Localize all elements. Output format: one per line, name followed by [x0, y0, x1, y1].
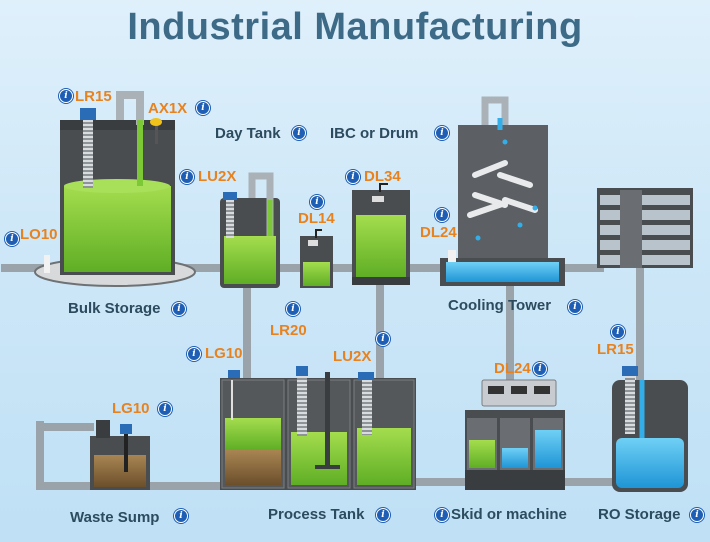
info-icon[interactable]: i — [292, 126, 306, 140]
info-icon[interactable]: i — [196, 101, 210, 115]
label-ibc-drum: IBC or Drum — [330, 125, 419, 142]
dl14-tank — [300, 229, 333, 288]
info-icon[interactable]: i — [435, 508, 449, 522]
info-icon[interactable]: i — [568, 300, 582, 314]
label-cooling-tower: Cooling Tower — [448, 297, 552, 314]
info-icon[interactable]: i — [376, 332, 390, 346]
info-icon[interactable]: i — [690, 508, 704, 522]
label-lo10: LO10 — [20, 226, 58, 243]
info-icon[interactable]: i — [187, 347, 201, 361]
skid-machine — [465, 379, 565, 490]
lr15-sensor-head — [80, 108, 96, 120]
page-title: Industrial Manufacturing — [127, 6, 583, 48]
info-icon[interactable]: i — [158, 402, 172, 416]
label-lr20: LR20 — [270, 322, 307, 339]
info-icon[interactable]: i — [376, 508, 390, 522]
lo10-sensor — [44, 255, 50, 273]
label-bulk-storage: Bulk Storage — [68, 300, 161, 317]
cooling-tower — [440, 96, 565, 286]
lr15-sensor-body — [83, 118, 93, 188]
label-process-tank: Process Tank — [268, 506, 365, 523]
label-lu2x-day: LU2X — [198, 168, 237, 185]
ro-filter-rack — [597, 188, 693, 268]
info-icon[interactable]: i — [5, 232, 19, 246]
process-tanks — [220, 366, 416, 490]
day-tank — [220, 172, 280, 288]
label-dl14: DL14 — [298, 210, 335, 227]
label-waste-sump: Waste Sump — [70, 509, 160, 526]
ax1x-sensor — [150, 118, 162, 126]
info-icon[interactable]: i — [435, 208, 449, 222]
label-lg10-waste: LG10 — [112, 400, 150, 417]
info-icon[interactable]: i — [310, 195, 324, 209]
label-day-tank: Day Tank — [215, 125, 281, 142]
info-icon[interactable]: i — [180, 170, 194, 184]
info-icon[interactable]: i — [611, 325, 625, 339]
label-dl24-cooling: DL24 — [420, 224, 457, 241]
ro-storage-tank — [612, 366, 688, 492]
label-skid-machine: Skid or machine — [451, 506, 567, 523]
label-lg10-process: LG10 — [205, 345, 243, 362]
label-ax1x: AX1X — [148, 100, 188, 117]
info-icon[interactable]: i — [174, 509, 188, 523]
info-icon[interactable]: i — [59, 89, 73, 103]
label-ro-storage: RO Storage — [598, 506, 681, 523]
label-lu2x-process: LU2X — [333, 348, 372, 365]
info-icon[interactable]: i — [435, 126, 449, 140]
label-lr15-ro: LR15 — [597, 341, 634, 358]
info-icon[interactable]: i — [172, 302, 186, 316]
label-dl34: DL34 — [364, 168, 401, 185]
label-lr15-bulk: LR15 — [75, 88, 112, 105]
bulk-storage-tank — [34, 91, 196, 287]
info-icon[interactable]: i — [533, 362, 547, 376]
info-icon[interactable]: i — [286, 302, 300, 316]
info-icon[interactable]: i — [346, 170, 360, 184]
pipework — [1, 264, 644, 490]
waste-sump-tank — [90, 420, 150, 490]
label-dl24-skid: DL24 — [494, 360, 531, 377]
ibc-drum — [352, 183, 410, 285]
